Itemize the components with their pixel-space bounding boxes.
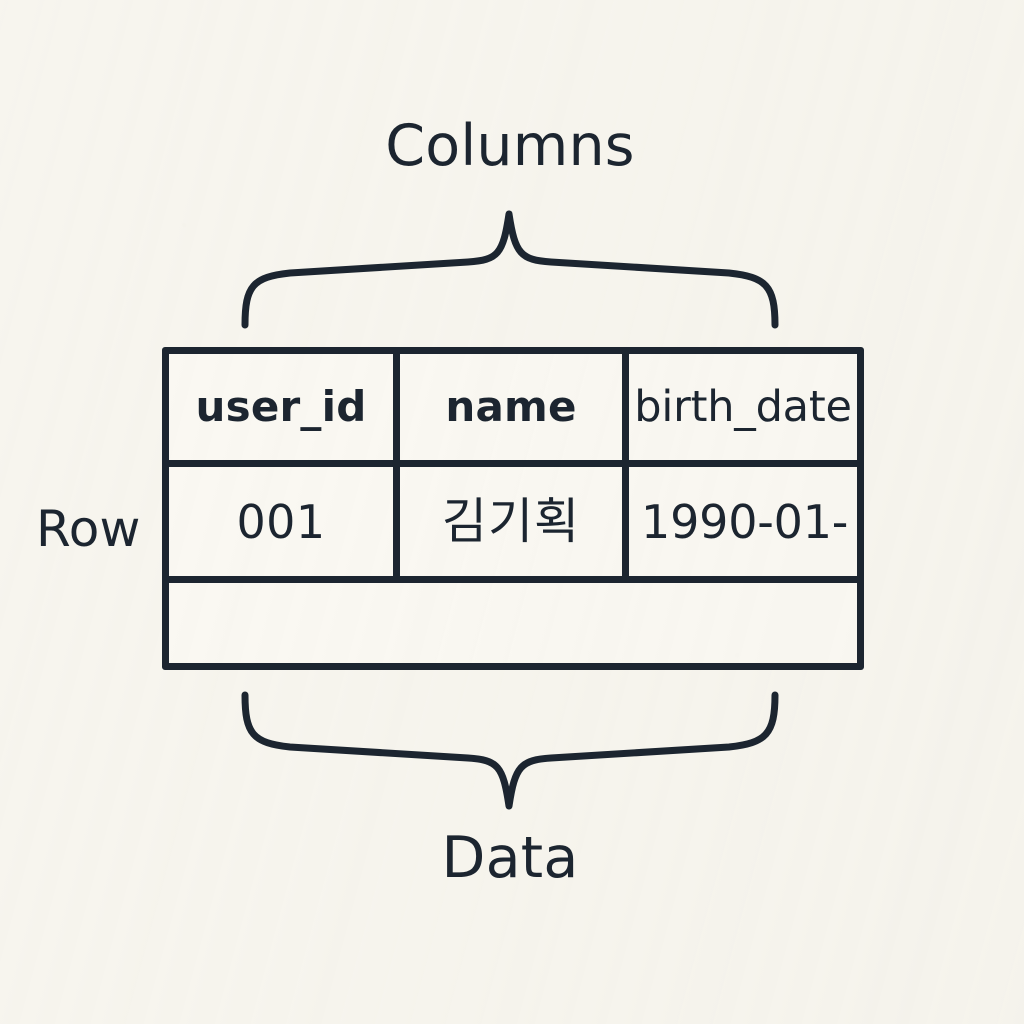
header-cell-name-text: name: [445, 382, 577, 431]
data-cell-birth-date-clip: 1990-01-: [633, 467, 853, 576]
header-cell-birth-date-text: birth_date: [634, 381, 852, 432]
header-cell-name: name: [400, 354, 629, 460]
header-cell-user-id-text: user_id: [195, 382, 367, 431]
data-cell-user-id-text: 001: [236, 494, 326, 549]
data-cell-birth-date: 1990-01-: [629, 467, 857, 576]
row-annotation-label: Row: [36, 500, 141, 558]
header-cell-user-id: user_id: [169, 354, 400, 460]
data-cell-user-id: 001: [169, 467, 400, 576]
columns-annotation-label: Columns: [385, 113, 635, 179]
data-annotation-label: Data: [441, 825, 579, 891]
database-table-figure: user_id name birth_date 001 김기획 1990-01-: [162, 347, 864, 670]
data-cell-name-text: 김기획: [441, 493, 581, 550]
data-cell-name: 김기획: [400, 467, 629, 576]
header-cell-birth-date: birth_date: [629, 354, 857, 460]
columns-brace-icon: [241, 210, 779, 329]
table-data-row: 001 김기획 1990-01-: [169, 467, 857, 583]
data-brace-icon: [241, 691, 779, 810]
table-empty-row: [169, 583, 857, 663]
table-header-row: user_id name birth_date: [169, 354, 857, 467]
data-cell-birth-date-text: 1990-01-: [641, 494, 849, 549]
